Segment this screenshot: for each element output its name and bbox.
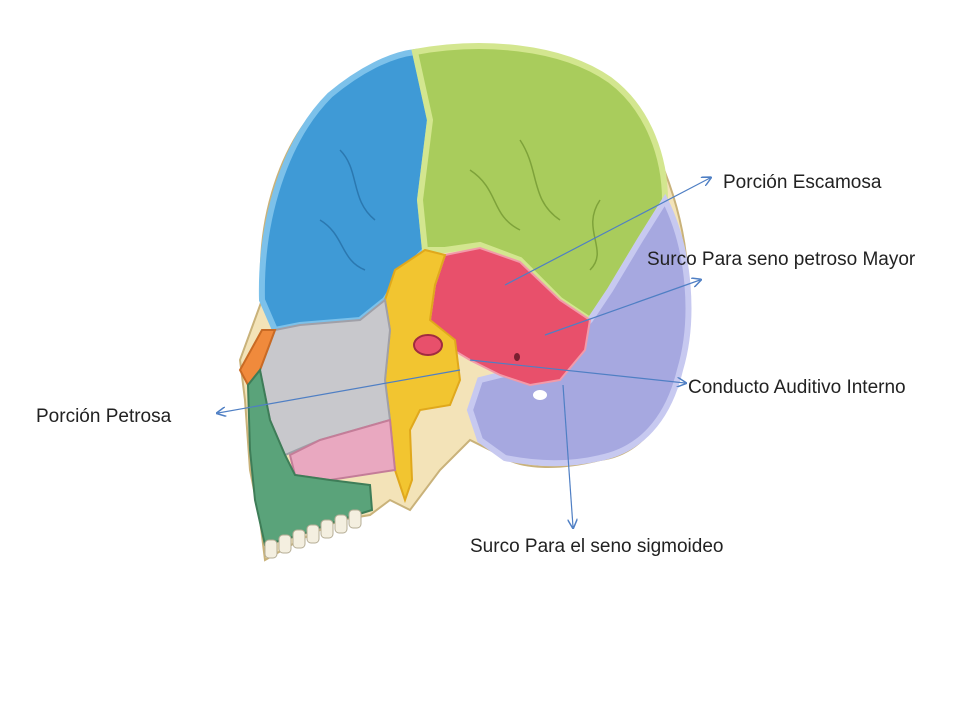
- arrow-petrosa: [218, 369, 461, 413]
- jugular-foramen: [533, 390, 547, 400]
- arrow-escamosa: [504, 178, 710, 286]
- label-surco-seno-sigmoideo: Surco Para el seno sigmoideo: [470, 536, 724, 557]
- acoustic-opening: [413, 334, 443, 356]
- arrow-conducto: [469, 359, 685, 383]
- foramen-small: [514, 353, 520, 361]
- suture-lines-frontal: [319, 149, 376, 271]
- arrow-petroso-mayor: [544, 280, 700, 336]
- suture-lines: [469, 139, 601, 271]
- label-conducto-auditivo-interno: Conducto Auditivo Interno: [688, 377, 906, 398]
- label-porcion-petrosa: Porción Petrosa: [36, 406, 172, 427]
- maxilla-bone: [246, 367, 374, 547]
- label-porcion-escamosa: Porción Escamosa: [723, 172, 882, 193]
- label-surco-seno-petroso-mayor: Surco Para seno petroso Mayor: [647, 249, 916, 270]
- arrow-sigmoideo: [562, 384, 573, 527]
- teeth: [264, 509, 362, 559]
